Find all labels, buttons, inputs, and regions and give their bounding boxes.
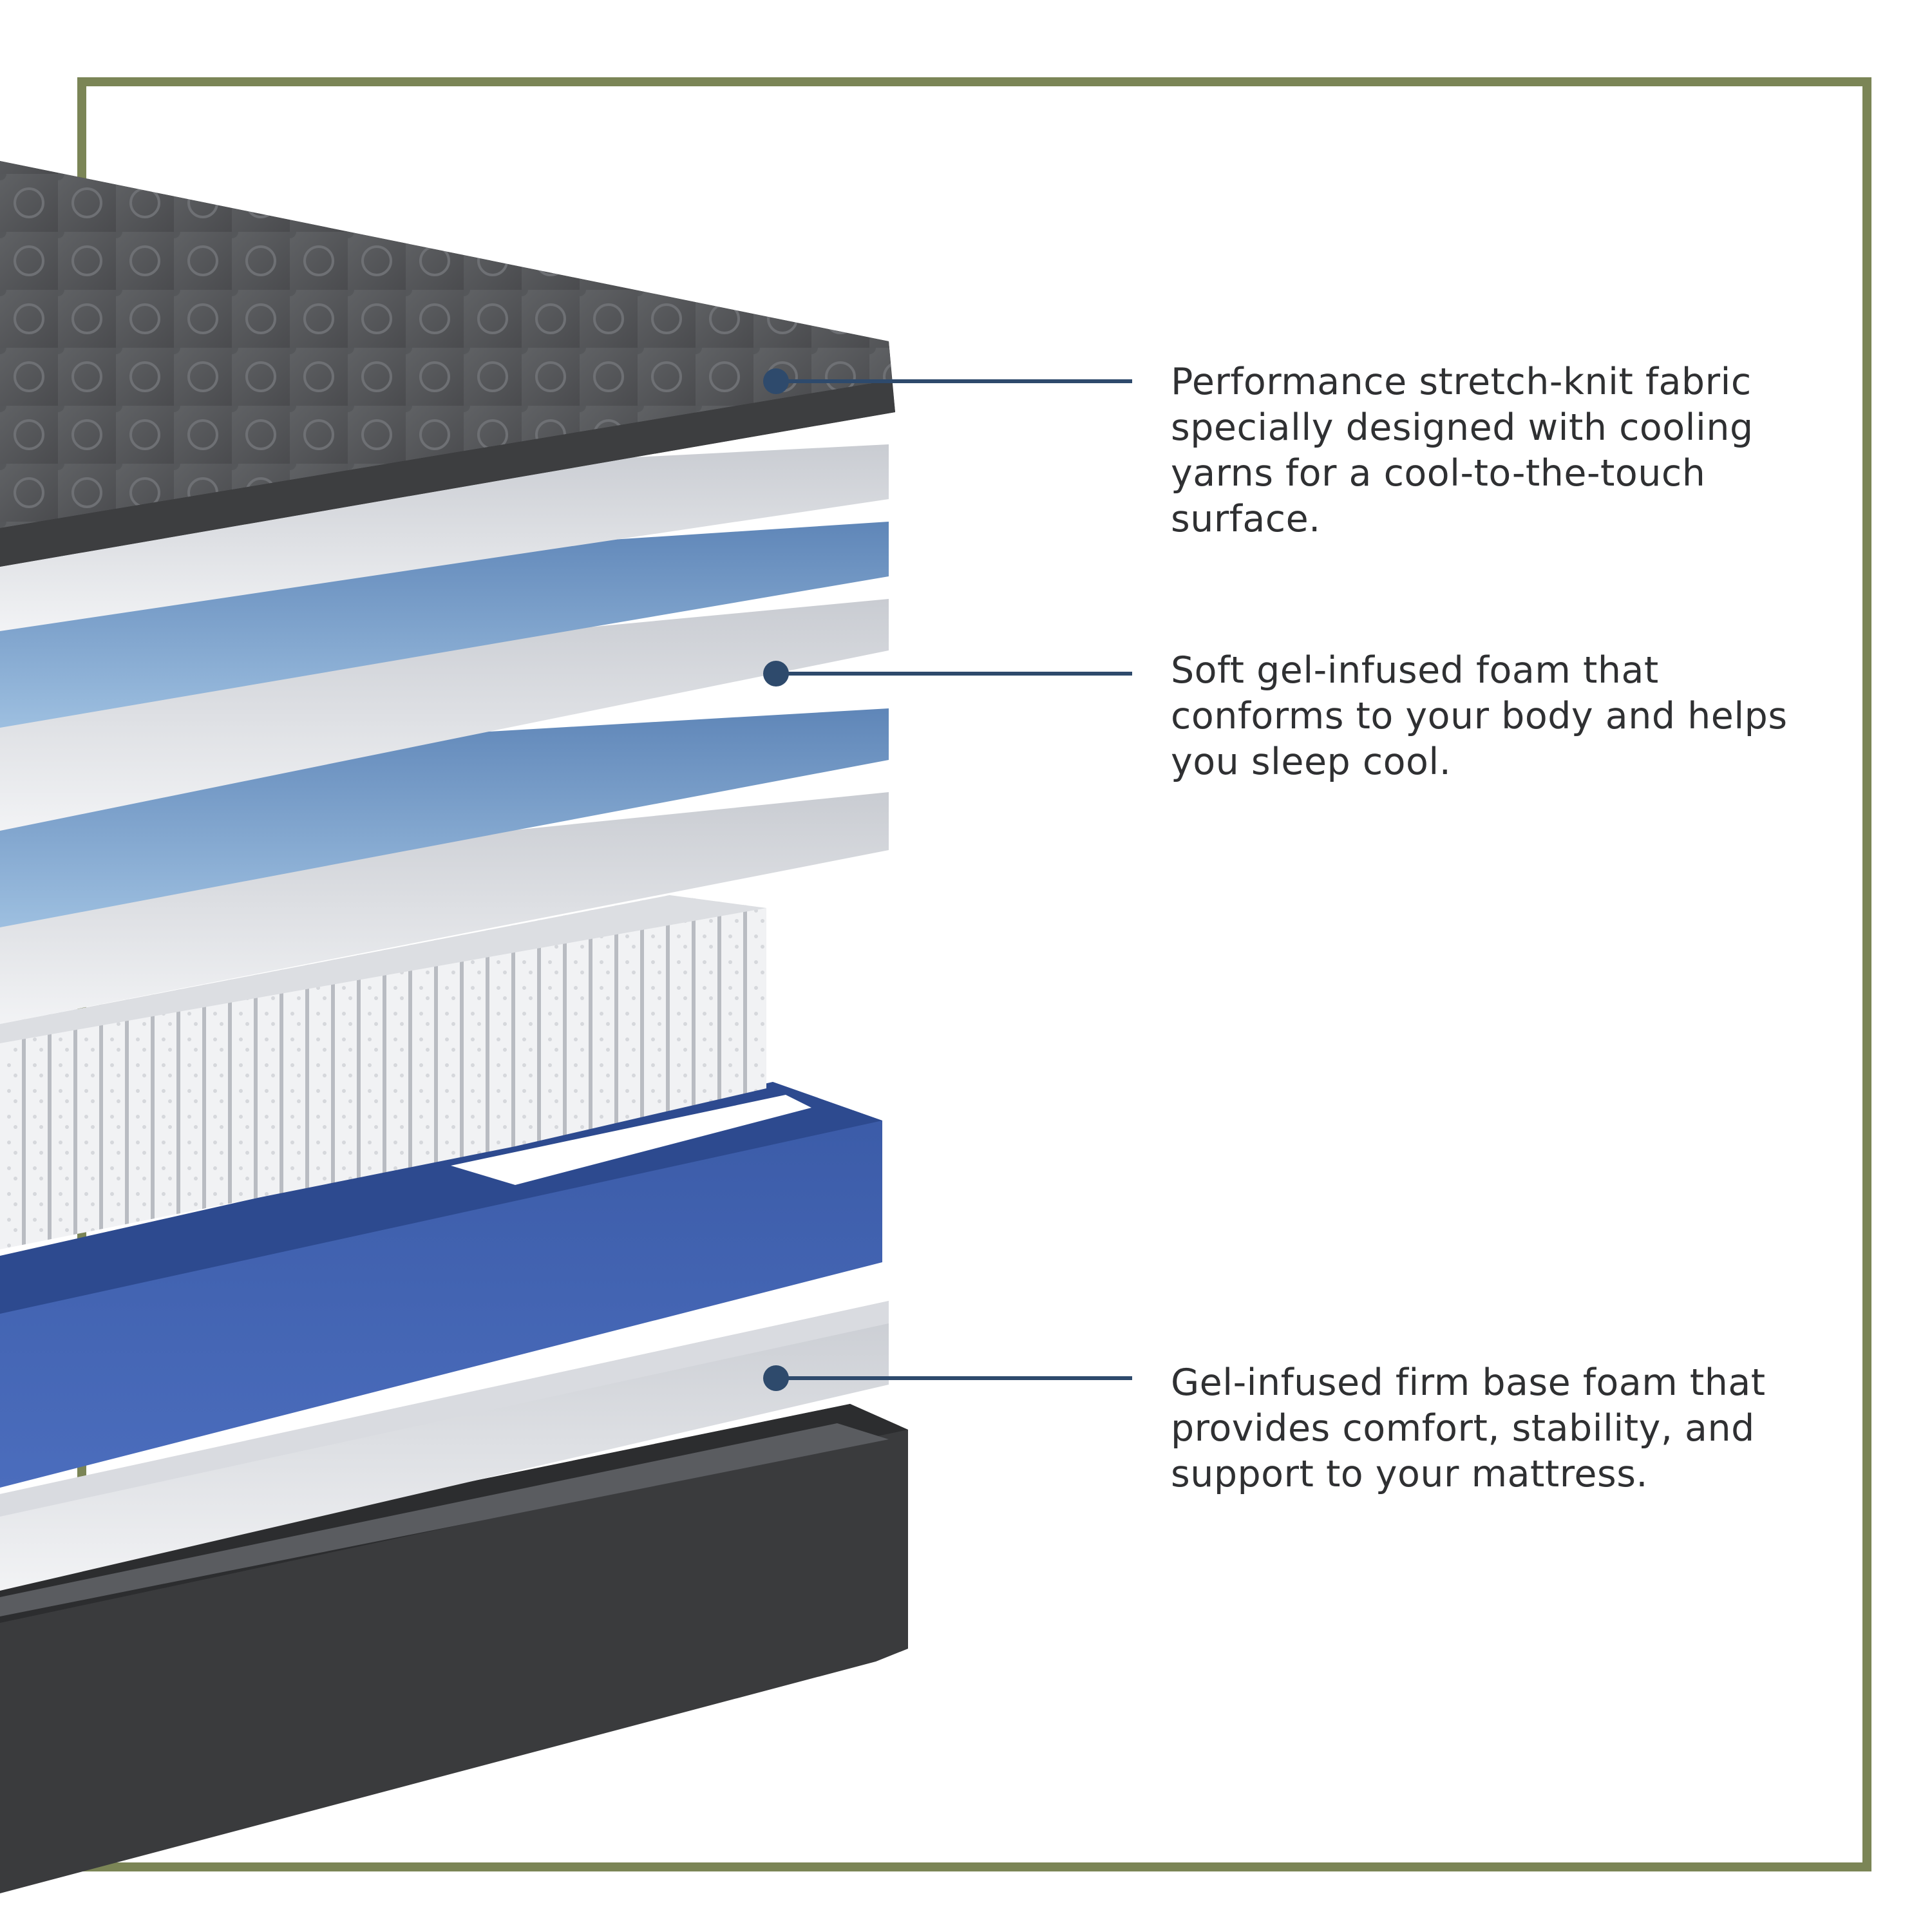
callout-gel-foam: Soft gel-infused foam that conforms to y… xyxy=(1171,649,1788,783)
knit-cover-layer xyxy=(0,161,895,567)
blue-support-frame xyxy=(0,1082,882,1488)
foundation-layer xyxy=(0,1404,908,1893)
leader-line-2 xyxy=(763,661,1132,687)
base-foam-layer xyxy=(0,1301,889,1591)
callout-cover-fabric: Performance stretch-knit fabric speciall… xyxy=(1171,361,1754,540)
leader-line-1 xyxy=(763,368,1132,394)
callout-base-foam: Gel-infused firm base foam that provides… xyxy=(1171,1361,1766,1495)
pocket-coil-layer xyxy=(0,895,766,1249)
leader-line-3 xyxy=(763,1365,1132,1391)
